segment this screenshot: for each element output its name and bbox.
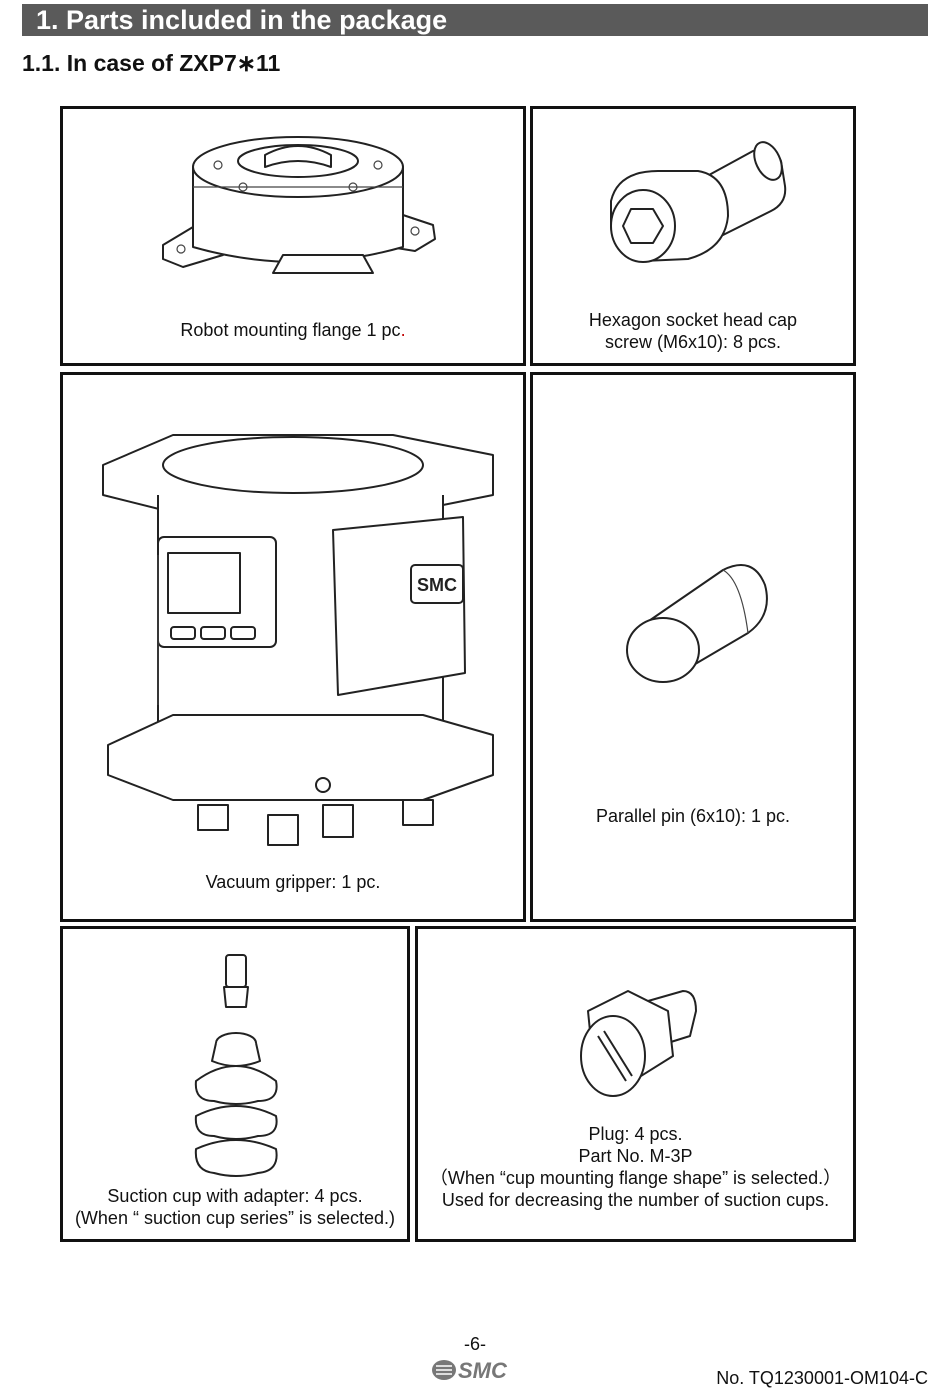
screw-caption: Hexagon socket head cap screw (M6x10): 8… — [588, 310, 798, 352]
pin-caption: Parallel pin (6x10): 1 pc. — [595, 806, 791, 826]
smc-logo-text: SMC — [458, 1358, 508, 1383]
cup-illustration — [194, 954, 278, 1177]
pin-illustration — [626, 564, 768, 683]
plug-illustration — [580, 990, 697, 1097]
page-number: -6- — [464, 1334, 486, 1354]
flange-illustration — [162, 136, 436, 274]
plug-caption: Plug: 4 pcs. Part No. M-3P （When “cup mo… — [429, 1124, 842, 1210]
screw-illustration — [610, 141, 787, 263]
cup-caption: Suction cup with adapter: 4 pcs. (When “… — [74, 1186, 396, 1228]
part-box-cup: Suction cup with adapter: 4 pcs. (When “… — [60, 926, 410, 1242]
part-box-pin: Parallel pin (6x10): 1 pc. — [530, 372, 856, 922]
section-title: 1. Parts included in the package — [22, 4, 928, 36]
gripper-caption: Vacuum gripper: 1 pc. — [205, 872, 381, 892]
flange-caption: Robot mounting flange 1 pc. — [180, 320, 406, 340]
part-box-gripper: SMC Vacuum gripper: 1 pc. — [60, 372, 526, 922]
gripper-illustration: SMC — [102, 434, 494, 846]
smc-logo: SMC — [432, 1358, 508, 1383]
document-number: No. TQ1230001-OM104-C — [716, 1368, 928, 1388]
part-box-plug: Plug: 4 pcs. Part No. M-3P （When “cup mo… — [415, 926, 856, 1242]
part-box-flange: Robot mounting flange 1 pc. — [60, 106, 526, 366]
part-box-screw: Hexagon socket head cap screw (M6x10): 8… — [530, 106, 856, 366]
gripper-logo-text: SMC — [417, 575, 457, 595]
subsection-title: 1.1. In case of ZXP7∗11 — [22, 50, 281, 76]
